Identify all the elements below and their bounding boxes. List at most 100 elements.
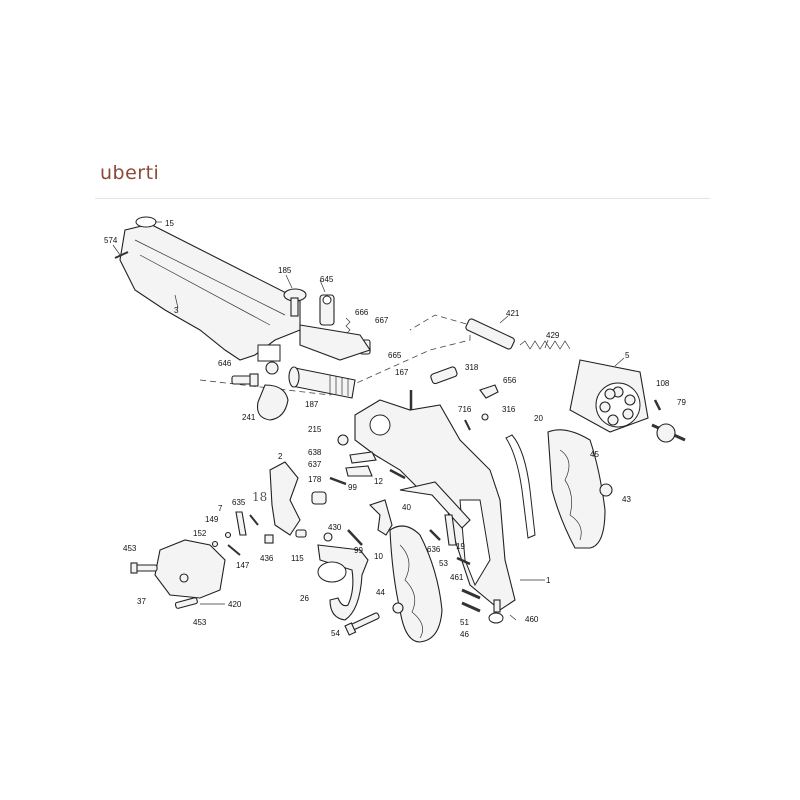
label-316: 316 xyxy=(502,405,516,414)
label-636: 636 xyxy=(427,545,441,554)
label-430: 430 xyxy=(328,523,342,532)
label-436: 436 xyxy=(260,554,274,563)
label-7: 7 xyxy=(218,504,223,513)
part-108-pin xyxy=(653,399,662,411)
part-656 xyxy=(479,384,499,399)
part-421-cylinder-pin xyxy=(465,318,515,350)
part-99-pin-upper xyxy=(329,476,347,486)
label-187: 187 xyxy=(305,400,319,409)
label-646: 646 xyxy=(218,359,232,368)
part-45-grip-right xyxy=(547,429,606,549)
label-665: 665 xyxy=(388,351,402,360)
label-460: 460 xyxy=(525,615,539,624)
part-43-grip-nut xyxy=(599,483,613,497)
label-429: 429 xyxy=(546,331,560,340)
label-43: 43 xyxy=(622,495,631,504)
label-638: 638 xyxy=(308,448,322,457)
label-241: 241 xyxy=(242,413,256,422)
brand-title: uberti xyxy=(100,162,160,184)
label-54: 54 xyxy=(331,629,340,638)
label-40: 40 xyxy=(402,503,411,512)
label-115: 115 xyxy=(291,554,304,563)
label-99-upper: 99 xyxy=(348,483,357,492)
part-187-ejector xyxy=(288,366,356,399)
label-147: 147 xyxy=(236,561,250,570)
label-167: 167 xyxy=(395,368,409,377)
part-20-mainspring xyxy=(505,434,536,539)
part-44-nut xyxy=(392,602,404,614)
label-178: 178 xyxy=(308,475,322,484)
label-37: 37 xyxy=(137,597,146,606)
label-420: 420 xyxy=(228,600,242,609)
part-429-spring xyxy=(519,340,571,350)
label-44: 44 xyxy=(376,588,385,597)
label-635: 635 xyxy=(232,498,246,507)
part-460-swivel xyxy=(488,599,504,624)
label-574: 574 xyxy=(104,236,118,245)
part-26-trigger-guard xyxy=(317,544,369,621)
part-149 xyxy=(224,531,232,539)
part-665 xyxy=(299,324,371,361)
part-637 xyxy=(345,465,373,477)
part-15-ring xyxy=(135,216,157,228)
part-574-pin xyxy=(114,251,129,259)
label-637: 637 xyxy=(308,460,322,469)
part-54-screw xyxy=(344,612,380,636)
label-51: 51 xyxy=(460,618,469,627)
label-15: 15 xyxy=(165,219,174,228)
label-5: 5 xyxy=(625,351,630,360)
part-638 xyxy=(349,451,377,464)
label-26: 26 xyxy=(300,594,309,603)
part-215 xyxy=(337,434,349,446)
part-716-pin xyxy=(464,419,471,431)
label-453-lower: 453 xyxy=(193,618,207,627)
part-635 xyxy=(235,511,247,536)
part-labels: 15 574 3 185 645 666 667 665 646 187 241… xyxy=(104,219,686,639)
part-7-pin xyxy=(249,514,259,526)
part-636-pin xyxy=(429,529,441,541)
part-420-side-plate xyxy=(154,539,226,599)
part-19 xyxy=(444,514,457,546)
part-5-cylinder xyxy=(569,359,649,433)
part-645 xyxy=(319,294,335,326)
part-241-latch xyxy=(256,384,289,421)
part-10-trigger xyxy=(368,499,393,536)
label-716: 716 xyxy=(458,405,472,414)
part-318 xyxy=(430,366,458,385)
assembly-guide-line xyxy=(329,314,471,396)
part-152 xyxy=(211,540,219,548)
part-436 xyxy=(264,534,274,544)
label-46: 46 xyxy=(460,630,469,639)
label-421: 421 xyxy=(506,309,520,318)
part-461-pin xyxy=(461,588,481,600)
label-19: 19 xyxy=(456,542,465,551)
label-10: 10 xyxy=(374,552,383,561)
label-20: 20 xyxy=(534,414,543,423)
label-453-upper: 453 xyxy=(123,544,137,553)
label-45: 45 xyxy=(590,450,599,459)
part-46-grip-left xyxy=(389,525,443,643)
label-667: 667 xyxy=(375,316,389,325)
label-1: 1 xyxy=(546,576,551,585)
label-645: 645 xyxy=(320,275,334,284)
label-99-lower: 99 xyxy=(354,546,363,555)
label-656: 656 xyxy=(503,376,517,385)
leader-lines xyxy=(112,221,625,621)
handwritten-mark: 18 xyxy=(252,490,267,504)
label-461: 461 xyxy=(450,573,464,582)
part-453-screw-upper xyxy=(130,562,158,574)
label-149: 149 xyxy=(205,515,219,524)
part-2-hammer xyxy=(269,461,301,536)
part-316-screw xyxy=(481,413,489,421)
label-53: 53 xyxy=(439,559,448,568)
label-3: 3 xyxy=(174,306,179,315)
part-53-screw xyxy=(456,556,471,566)
part-79-ratchet xyxy=(651,423,686,443)
part-51-pin xyxy=(461,601,481,613)
label-12: 12 xyxy=(374,477,383,486)
part-barrel-frame-top xyxy=(119,223,301,375)
label-318: 318 xyxy=(465,363,479,372)
label-108: 108 xyxy=(656,379,670,388)
part-185-latch-knob xyxy=(283,288,307,317)
